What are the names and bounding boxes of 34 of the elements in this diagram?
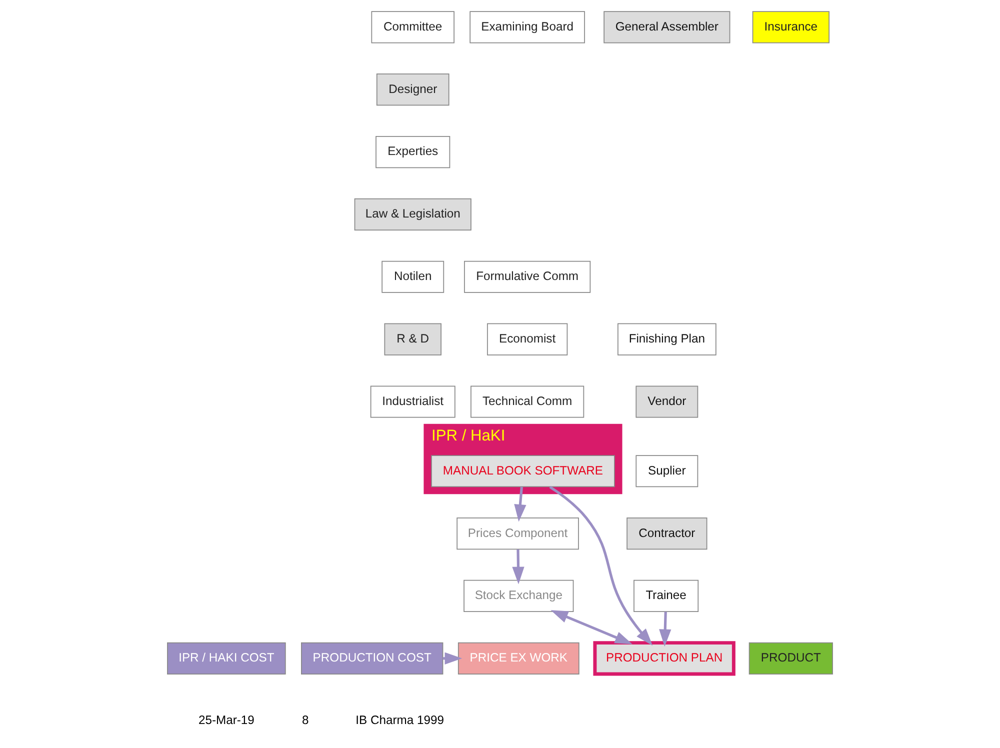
label: 25-Mar-19 — [198, 713, 254, 728]
node-box: Designer — [376, 74, 450, 106]
node-box: Law & Legislation — [354, 198, 472, 230]
arrow — [514, 486, 526, 522]
node-box: Technical Comm — [470, 386, 584, 418]
node-box: MANUAL BOOK SOFTWARE — [431, 455, 615, 488]
node-box: R & D — [384, 323, 442, 356]
node-box: PRODUCTION COST — [301, 642, 444, 674]
node-box: Economist — [487, 323, 568, 356]
node-box: Notilen — [382, 260, 444, 293]
node-box: IPR / HAKI COST — [167, 642, 286, 674]
arrow — [659, 612, 672, 647]
arrow — [512, 549, 524, 584]
node-box: Industrialist — [370, 386, 456, 418]
node-box: Finishing Plan — [618, 323, 716, 356]
node-box: PRODUCT — [748, 642, 833, 674]
node-box: Experties — [376, 136, 450, 168]
node-box: PRODUCTION PLAN — [593, 641, 736, 676]
node-box: General Assembler — [604, 11, 730, 44]
arrow — [550, 610, 632, 644]
node-box: Contractor — [626, 518, 708, 550]
node-box: Committee — [371, 11, 454, 44]
label: IB Charma 1999 — [356, 713, 444, 728]
node-box: PRICE EX WORK — [458, 642, 580, 674]
label: 8 — [302, 713, 309, 728]
node-box: Formulative Comm — [464, 260, 591, 293]
node-box: Suplier — [636, 455, 698, 488]
node-box: Insurance — [752, 11, 830, 44]
node-box: Examining Board — [470, 11, 585, 44]
node-box: Stock Exchange — [464, 580, 574, 612]
node-box: Vendor — [636, 386, 698, 418]
node-box: Trainee — [634, 580, 699, 612]
arrow — [549, 486, 653, 646]
node-box: Prices Component — [456, 518, 579, 550]
